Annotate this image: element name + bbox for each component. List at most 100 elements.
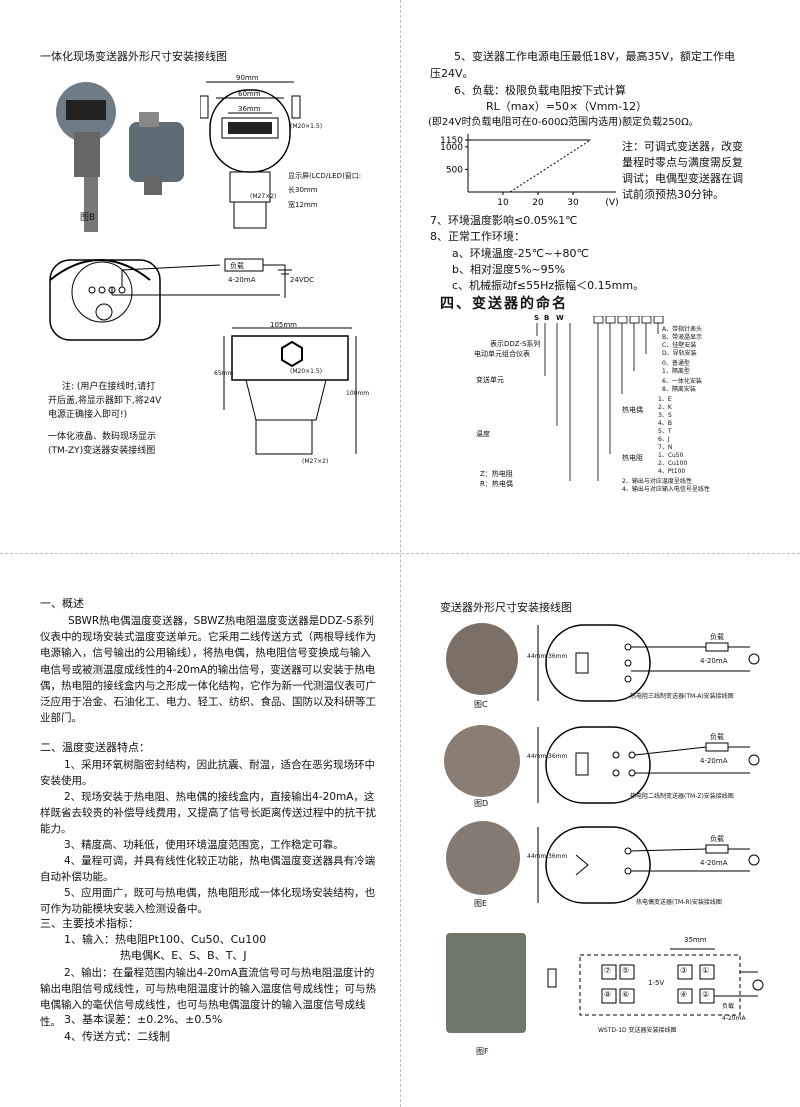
- feature-1: 1、采用环氧树脂密封结构，因此抗震、耐温，适合在恶劣现场环中安装使用。: [40, 759, 376, 788]
- x-tick-label: 10: [497, 198, 509, 208]
- formula: RL（max）=50×（Vmm-12）: [486, 100, 648, 113]
- ma-e: 4-20mA: [700, 859, 728, 867]
- wiring-e: [537, 826, 760, 904]
- y-tick-label: 500: [446, 165, 463, 175]
- naming-option: 8、隔离安装: [662, 386, 696, 393]
- transmitter-photo-b: [56, 82, 184, 232]
- ma-f: 4-20mA: [722, 1015, 746, 1022]
- spec-2: 2、输出：在量程范围内输出4-20mA直流信号可与热电阻温度计的输出电阻信号成线…: [40, 967, 376, 1028]
- h3-specs: 三、主要技术指标：: [40, 917, 139, 930]
- caption-e: 热电偶变送器(TM-R)安装接线图: [636, 899, 722, 906]
- current-label: 4-20mA: [228, 276, 256, 284]
- h2-features: 二、温度变送器特点：: [40, 741, 150, 754]
- group-rtd: 热电阻: [622, 454, 643, 462]
- fig-f-label: 图F: [476, 1047, 489, 1056]
- item6: 6、负载：极限负载电阻按下式计算: [454, 84, 626, 97]
- caption-line-1: 一体化液晶、数码现场显示: [48, 432, 157, 442]
- fig-c-label: 图C: [474, 700, 488, 709]
- m27-label-2: (M27×2): [302, 458, 329, 465]
- dim-65: 65mm: [214, 370, 234, 377]
- y-tick-label: 1000: [440, 143, 463, 153]
- note-line-2: 开后盖,将显示器卸下,将24V: [48, 396, 162, 406]
- spec-1a: 1、输入：热电阻Pt100、Cu50、Cu100: [64, 933, 267, 946]
- env-c: c、机械振动f≤55Hz振幅＜0.15mm。: [452, 279, 645, 292]
- naming-option: 2、Cu100: [658, 460, 688, 467]
- note-line-1: 注: (用户在接线时,请打: [62, 382, 156, 392]
- dim-36-d: 36mm: [548, 753, 568, 760]
- naming-option: 6、J: [658, 436, 670, 443]
- photo-d: [444, 725, 520, 797]
- section-title: 一体化现场变送器外形尺寸安装接线图: [40, 50, 227, 63]
- dim-105: 105mm: [270, 321, 297, 329]
- display-window-label: 显示屏(LCD/LED)窗口:: [288, 172, 362, 180]
- terminal-4: ④: [680, 990, 688, 999]
- spec-1b: 热电偶K、E、S、B、T、J: [120, 949, 247, 962]
- dim-60: 60mm: [238, 90, 261, 98]
- photo-c: [446, 623, 518, 695]
- load-e: 负载: [710, 835, 724, 843]
- naming-option: 2、输出与对应温度呈线性: [622, 478, 692, 485]
- load-label: 负载: [230, 262, 244, 270]
- caption-d: 热电阻二线制变送器(TM-Z)安装接线图: [630, 793, 734, 800]
- caption-c: 热电阻三线制变送器(TM-A)安装接线图: [630, 693, 734, 700]
- prefix-w: W: [556, 314, 564, 322]
- naming-option: 7、N: [658, 444, 673, 451]
- dim-36: 36mm: [238, 105, 261, 113]
- prefix-b: B: [544, 314, 550, 322]
- dim-36-c: 36mm: [548, 653, 568, 660]
- item5-line2: 压24V。: [430, 67, 474, 80]
- m20-label: (M20×1.5): [290, 123, 323, 130]
- terminal-2: ②: [702, 990, 710, 999]
- group-thermocouple: 热电偶: [622, 406, 643, 414]
- terminal-8: ⑧: [604, 990, 612, 999]
- quadrant-bottom-right: 变送器外形尺寸安装接线图 图C 44mm 36mm 负载 4-20mA 热电阻三…: [400, 553, 800, 1107]
- caption-line-2: (TM-ZY)变送器安装接线图: [48, 446, 156, 456]
- naming-option: C、挂壁安装: [662, 342, 697, 349]
- env-b: b、相对湿度5%~95%: [452, 263, 566, 276]
- item7: 7、环境温度影响≤0.05%1℃: [430, 214, 578, 227]
- env-a: a、环境温度-25℃~+80℃: [452, 247, 589, 260]
- section4-title: 四、变送器的命名: [440, 296, 568, 312]
- wiring-diagram-top: [49, 258, 292, 341]
- fig-e-label: 图E: [474, 899, 488, 908]
- terminal-5: ⑤: [622, 966, 630, 975]
- voltage-label: 24VDC: [290, 276, 314, 284]
- feature-5: 5、应用面广，既可与热电偶，热电阻形成一体化现场安装结构，也可作为功能模块安装入…: [40, 887, 376, 916]
- load-c: 负载: [710, 633, 724, 641]
- dim-35: 35mm: [684, 936, 707, 944]
- terminal-1: ①: [702, 966, 710, 975]
- load-f: 负载: [722, 1003, 735, 1010]
- dim-44-d: 44mm: [527, 753, 547, 760]
- naming-option: 4、B: [658, 420, 672, 427]
- series-line-0: [509, 139, 591, 193]
- chart-note-3: 调试；电偶型变送器在调: [622, 172, 743, 185]
- width-label: 宽12mm: [288, 201, 318, 209]
- x-unit-label: (V): [605, 198, 618, 208]
- wiring-c: [537, 624, 760, 702]
- quadrant-top-left: 一体化现场变送器外形尺寸安装接线图 图B 90mm 60mm 36mm (M20…: [0, 0, 400, 553]
- fig-b-label: 图B: [80, 213, 96, 223]
- side-dimension-drawing: [223, 327, 357, 455]
- feature-2: 2、现场安装于热电阻、热电偶的接线盒内，直接输出4-20mA，这样既省去较贵的补…: [40, 791, 376, 836]
- naming-tree: [536, 316, 664, 481]
- formula-note: (即24V时负载电阻可在0-600Ω范围内选用)额定负载250Ω。: [428, 117, 699, 128]
- overview-paragraph: SBWR热电偶温度变送器，SBWZ热电阻温度变送器是DDZ-S系列仪表中的现场安…: [40, 615, 376, 725]
- horizontal-divider: [0, 553, 800, 554]
- naming-left-4: 温度: [476, 430, 490, 438]
- item5-line1: 5、变送器工作电源电压最低18V，最高35V，额定工作电: [454, 50, 736, 63]
- photo-f: [446, 933, 526, 1033]
- ma-d: 4-20mA: [700, 757, 728, 765]
- chart-note-4: 试前须预热30分钟。: [622, 188, 724, 201]
- naming-left-2: 电动单元组合仪表: [474, 350, 530, 358]
- naming-option: 4、Pt100: [658, 468, 686, 475]
- y-tick-label: 1150: [440, 136, 463, 146]
- naming-left-6: R：热电偶: [480, 480, 513, 488]
- naming-option: B、带液晶显示: [662, 334, 703, 341]
- terminal-7: ⑦: [604, 966, 612, 975]
- naming-option: 1、Cu50: [658, 452, 684, 459]
- dim-90: 90mm: [236, 74, 259, 82]
- spec-4: 4、传送方式：二线制: [64, 1030, 170, 1043]
- naming-option: 0、普通型: [662, 360, 690, 367]
- chart-note-2: 量程时零点与满度需反复: [622, 156, 743, 169]
